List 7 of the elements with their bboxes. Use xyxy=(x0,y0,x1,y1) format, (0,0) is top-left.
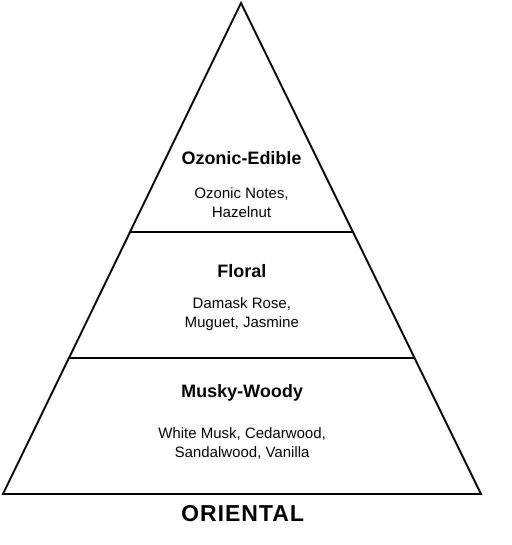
pyramid-caption: ORIENTAL xyxy=(180,500,306,527)
band-heading: Musky-Woody xyxy=(180,381,304,402)
band-text: Damask Rose, Muguet, Jasmine xyxy=(184,294,300,332)
band-text: White Musk, Cedarwood, Sandalwood, Vanilla xyxy=(157,424,327,462)
band-text: Ozonic Notes, Hazelnut xyxy=(193,184,290,222)
band-heading: Ozonic-Edible xyxy=(180,148,302,169)
band-heading: Floral xyxy=(216,261,268,282)
